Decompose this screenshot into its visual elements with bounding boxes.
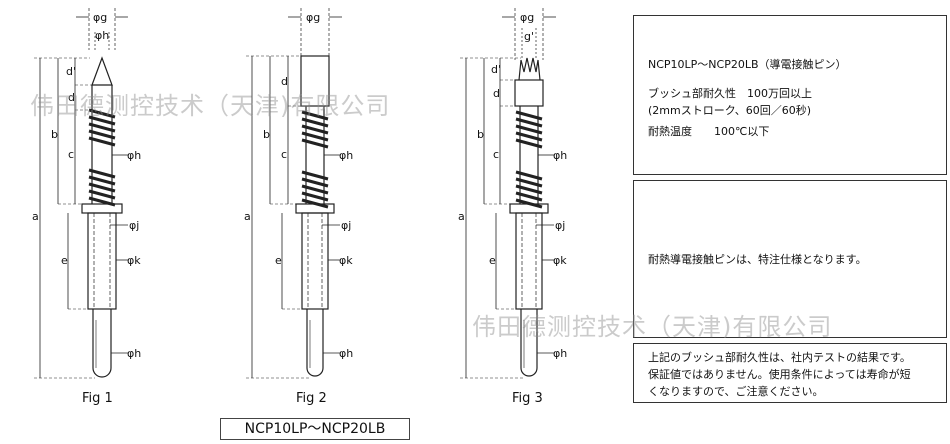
fig3-d-prime-label: d'	[491, 63, 501, 76]
fig1-h-bot-label: φh	[127, 347, 141, 360]
fig1-e-label: e	[61, 254, 68, 267]
fig3-h-bot-label: φh	[553, 347, 567, 360]
fig1-j-label: φj	[129, 219, 139, 232]
fig2-d-label: d	[281, 75, 288, 88]
fig2-h-bot-label: φh	[339, 347, 353, 360]
fig3-g-label: φg	[520, 11, 534, 24]
fig1-c-label: c	[68, 148, 74, 161]
fig1-h-mid-label: φh	[127, 149, 141, 162]
model-label: NCP10LP～NCP20LB	[220, 418, 410, 440]
fig3-b-label: b	[477, 128, 484, 141]
watermark-top: 伟田德测控技术（天津)有限公司	[30, 92, 391, 120]
fig2-c-label: c	[281, 148, 287, 161]
spec-heat: 耐熱温度 100℃以下	[648, 125, 770, 138]
fig3-d-label: d	[493, 87, 500, 100]
fig2-h-mid-label: φh	[339, 149, 353, 162]
fig3-c-label: c	[493, 148, 499, 161]
spec-title: NCP10LP～NCP20LB（導電接触ピン）	[648, 58, 847, 71]
fig2-caption: Fig 2	[296, 391, 327, 406]
fig3-a-label: a	[458, 210, 465, 223]
fig1-b-label: b	[51, 128, 58, 141]
special-order-text: 耐熱導電接触ピンは、特注仕様となります。	[648, 253, 867, 266]
fig3-caption: Fig 3	[512, 391, 543, 406]
fig2-k-label: φk	[339, 254, 353, 267]
fig1-h-top-label: φh	[95, 29, 109, 42]
watermark-bottom: 伟田德测控技术（天津)有限公司	[472, 313, 833, 341]
fig3-drawing	[460, 8, 556, 379]
fig1-drawing	[34, 8, 128, 379]
fig3-j-label: φj	[555, 219, 565, 232]
fig2-e-label: e	[275, 254, 282, 267]
fig3-g-prime-label: g'	[524, 30, 534, 43]
fig1-caption: Fig 1	[82, 391, 113, 406]
note-line-1: 上記のブッシュ部耐久性は、社内テストの結果です。	[648, 351, 911, 364]
note-line-3: くなりますので、ご注意ください。	[648, 385, 824, 398]
fig1-g-label: φg	[93, 11, 107, 24]
fig2-g-label: φg	[306, 11, 320, 24]
note-line-2: 保証値ではありません。使用条件によっては寿命が短	[648, 368, 911, 381]
fig1-d-label: d	[68, 91, 75, 104]
spec-panel: NCP10LP～NCP20LB（導電接触ピン） ブッシュ部耐久性 100万回以上…	[633, 15, 947, 175]
fig1-d-prime-label: d'	[66, 65, 76, 78]
fig1-a-label: a	[32, 210, 39, 223]
special-order-panel: 耐熱導電接触ピンは、特注仕様となります。	[633, 180, 947, 338]
fig2-b-label: b	[263, 128, 270, 141]
fig2-drawing	[246, 8, 342, 379]
spec-durability: ブッシュ部耐久性 100万回以上	[648, 87, 812, 100]
fig3-e-label: e	[489, 254, 496, 267]
fig1-k-label: φk	[127, 254, 141, 267]
note-panel: 上記のブッシュ部耐久性は、社内テストの結果です。 保証値ではありません。使用条件…	[633, 343, 947, 403]
fig2-a-label: a	[244, 210, 251, 223]
fig2-j-label: φj	[341, 219, 351, 232]
spec-durability-note: (2mmストローク、60回／60秒)	[648, 104, 812, 117]
fig3-h-mid-label: φh	[553, 149, 567, 162]
fig3-k-label: φk	[553, 254, 567, 267]
